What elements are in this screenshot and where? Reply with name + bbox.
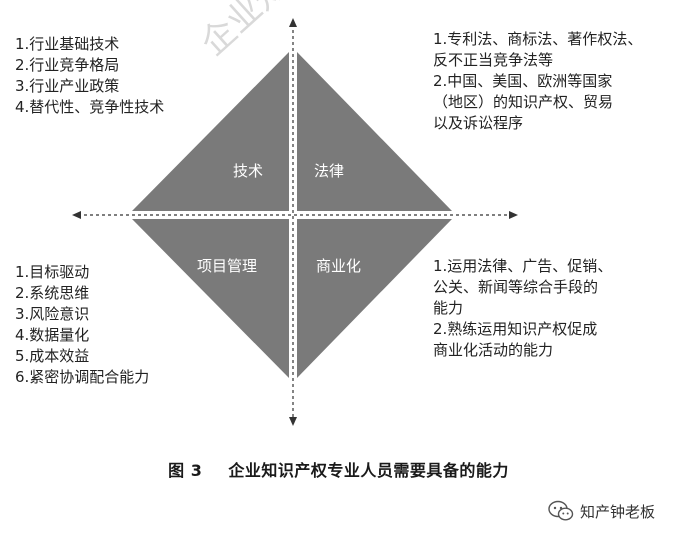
axis-arrow-left: [72, 211, 81, 219]
axis-arrow-right: [509, 211, 518, 219]
list-item: 2.系统思维: [15, 284, 90, 302]
list-technology: 1.行业基础技术 2.行业竞争格局 3.行业产业政策 4.替代性、竞争性技术: [15, 34, 164, 118]
figure-caption: 图 3 企业知识产权专业人员需要具备的能力: [0, 457, 677, 481]
quadrant-top-right-shape: [297, 52, 452, 211]
list-item: 公关、新闻等综合手段的: [433, 278, 599, 296]
list-item: 1.行业基础技术: [15, 35, 120, 53]
list-item: 5.成本效益: [15, 347, 90, 365]
quadrant-bottom-right-shape: [297, 219, 452, 378]
list-item: 6.紧密协调配合能力: [15, 368, 150, 386]
list-item: 能力: [433, 299, 464, 317]
list-item: 2.中国、美国、欧洲等国家: [433, 72, 613, 90]
quadrant-label-tech: 技术: [233, 162, 264, 180]
quadrant-top-left-shape: [132, 52, 289, 211]
quadrant-label-project-management: 项目管理: [197, 257, 258, 275]
figure-number: 图 3: [168, 461, 203, 480]
list-law: 1.专利法、商标法、著作权法、 反不正当竞争法等 2.中国、美国、欧洲等国家 （…: [433, 29, 642, 134]
axis-arrow-top: [289, 18, 297, 27]
brand-name: 知产钟老板: [579, 502, 655, 521]
quadrant-label-law: 法律: [314, 162, 345, 180]
list-item: 2.熟练运用知识产权促成: [433, 320, 598, 338]
list-item: 反不正当竞争法等: [433, 51, 554, 69]
list-project-management: 1.目标驱动 2.系统思维 3.风险意识 4.数据量化 5.成本效益 6.紧密协…: [15, 262, 149, 388]
quadrant-bottom-left-shape: [132, 219, 289, 378]
list-item: 1.目标驱动: [15, 263, 90, 281]
list-item: 4.替代性、竞争性技术: [15, 98, 165, 116]
brand-badge: 知产钟老板: [541, 498, 661, 524]
list-commercialization: 1.运用法律、广告、促销、 公关、新闻等综合手段的 能力 2.熟练运用知识产权促…: [433, 256, 612, 361]
wechat-icon: [548, 500, 574, 521]
list-item: 商业化活动的能力: [433, 341, 554, 359]
figure-title: 企业知识产权专业人员需要具备的能力: [228, 461, 509, 480]
axis-arrow-bottom: [289, 417, 297, 426]
list-item: 3.风险意识: [15, 305, 90, 323]
list-item: 4.数据量化: [15, 326, 90, 344]
quadrant-label-commercialization: 商业化: [316, 257, 362, 275]
list-item: 1.专利法、商标法、著作权法、: [433, 30, 643, 48]
list-item: 以及诉讼程序: [433, 114, 524, 132]
list-item: 1.运用法律、广告、促销、: [433, 257, 613, 275]
list-item: （地区）的知识产权、贸易: [433, 93, 614, 111]
list-item: 3.行业产业政策: [15, 77, 120, 95]
list-item: 2.行业竞争格局: [15, 56, 120, 74]
